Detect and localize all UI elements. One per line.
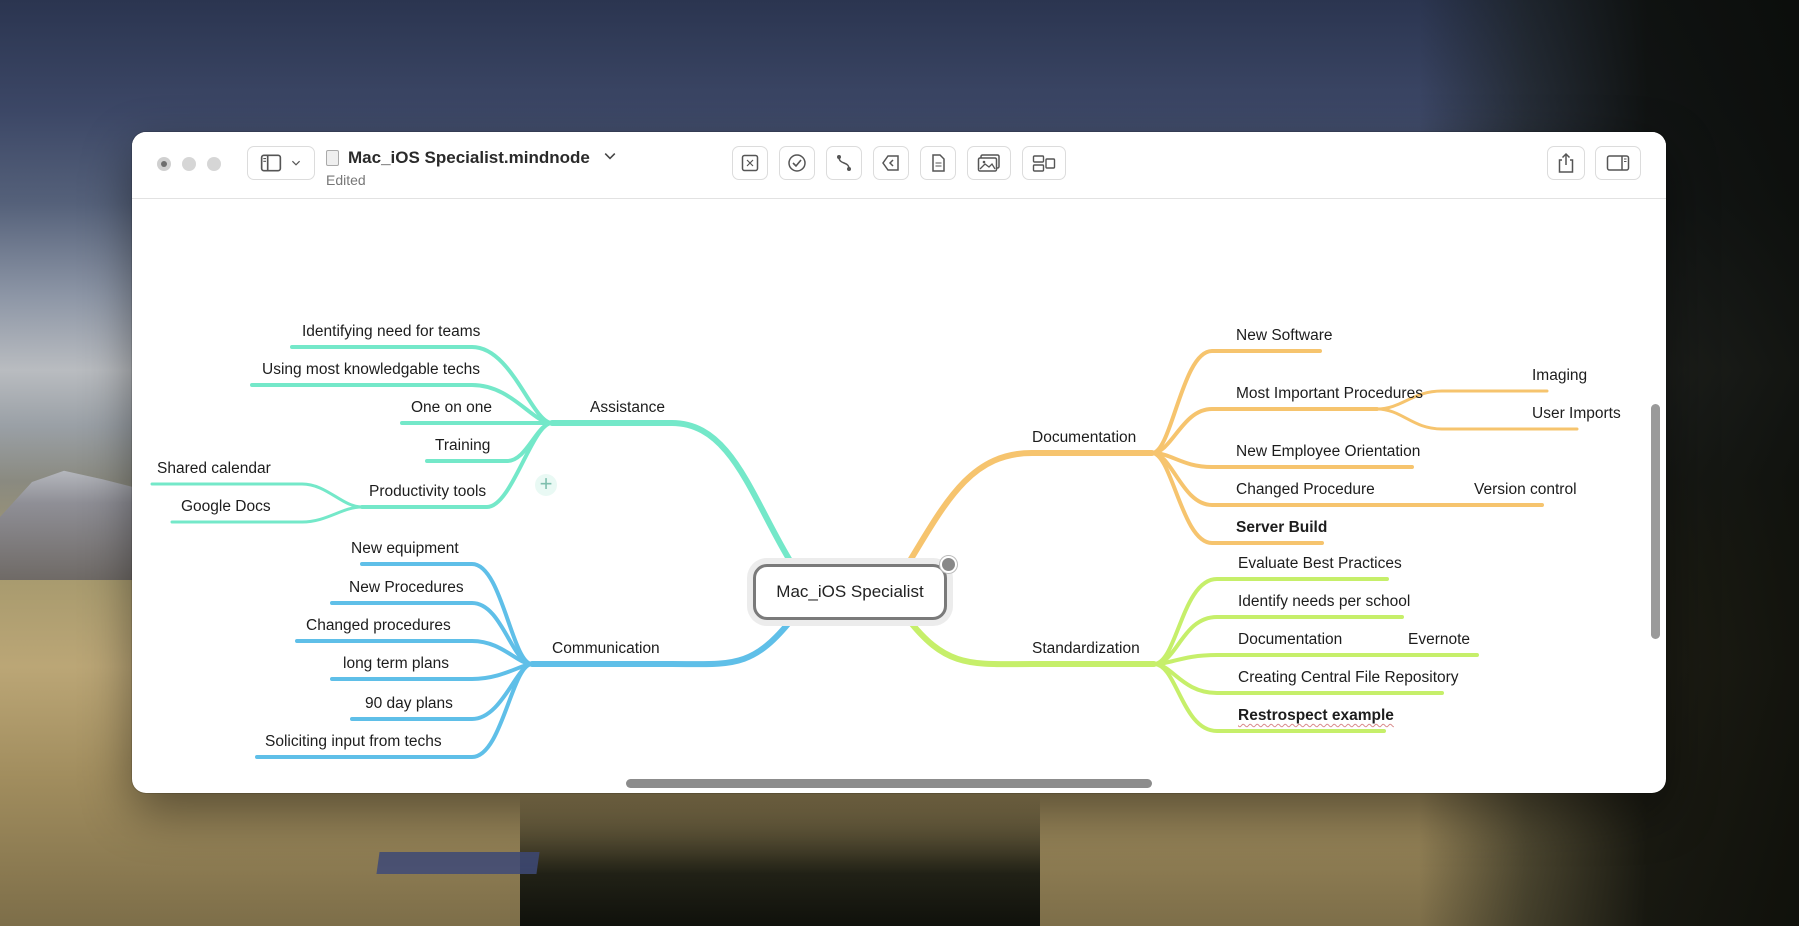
zoom-button[interactable] [207, 157, 221, 171]
minimize-button[interactable] [182, 157, 196, 171]
node-best-practices[interactable]: Evaluate Best Practices [1238, 555, 1402, 572]
mindnode-window: Mac_iOS Specialist.mindnode Edited [132, 132, 1666, 793]
checkmark-icon [788, 154, 806, 172]
node-productivity-tools[interactable]: Productivity tools [369, 483, 487, 500]
node-documentation[interactable]: Documentation [1032, 429, 1137, 446]
node-google-docs[interactable]: Google Docs [181, 498, 271, 515]
close-button[interactable] [157, 157, 171, 171]
node-employee-orientation[interactable]: New Employee Orientation [1236, 443, 1421, 460]
node-std-documentation[interactable]: Documentation [1238, 631, 1343, 648]
node-new-software[interactable]: New Software [1236, 327, 1333, 344]
node-server-build[interactable]: Server Build [1236, 519, 1328, 536]
focus-button[interactable] [732, 146, 768, 180]
assistance-branch-lines [150, 345, 795, 567]
document-icon [326, 150, 339, 166]
node-90-day-plans[interactable]: 90 day plans [365, 695, 453, 712]
chevron-down-icon [291, 160, 301, 166]
node-central-repository[interactable]: Creating Central File Repository [1238, 669, 1459, 686]
note-button[interactable] [920, 146, 956, 180]
back-button[interactable] [873, 146, 909, 180]
background-solar-field [376, 852, 540, 874]
node-changed-procedures[interactable]: Changed procedures [306, 617, 451, 634]
node-assistance[interactable]: Assistance [590, 399, 665, 416]
sidebar-icon [260, 154, 282, 172]
add-child-icon[interactable]: + [535, 473, 557, 496]
mindmap-connections [150, 345, 1579, 759]
node-one-on-one[interactable]: One on one [411, 399, 493, 416]
node-shared-calendar[interactable]: Shared calendar [157, 460, 271, 477]
mindmap-canvas[interactable]: Mac_iOS Specialist Assistance + Identify… [132, 199, 1666, 793]
toolbar: Mac_iOS Specialist.mindnode Edited [132, 132, 1666, 199]
title-chevron-icon[interactable] [602, 148, 618, 167]
node-imaging[interactable]: Imaging [1532, 367, 1588, 384]
root-connect-handle[interactable] [940, 556, 957, 573]
back-arrow-icon [882, 155, 899, 171]
layout-button[interactable] [1022, 146, 1066, 180]
layout-icon [1032, 155, 1056, 172]
connect-button[interactable] [826, 146, 862, 180]
sidebar-toggle-button[interactable] [247, 146, 315, 180]
node-restrospect-example[interactable]: Restrospect example [1238, 707, 1394, 724]
node-identifying-need[interactable]: Identifying need for teams [302, 323, 481, 340]
node-standardization[interactable]: Standardization [1032, 640, 1140, 657]
vertical-scrollbar[interactable] [1651, 404, 1660, 639]
image-button[interactable] [967, 146, 1011, 180]
node-knowledgable-techs[interactable]: Using most knowledgable techs [262, 361, 480, 378]
node-changed-procedure[interactable]: Changed Procedure [1236, 481, 1375, 498]
document-status: Edited [326, 172, 366, 188]
node-communication[interactable]: Communication [552, 640, 660, 657]
document-title[interactable]: Mac_iOS Specialist.mindnode [348, 148, 590, 167]
image-icon [977, 154, 1000, 172]
background-trees-bottom [520, 795, 1040, 926]
documentation-branch-lines [905, 349, 1579, 567]
node-new-equipment[interactable]: New equipment [351, 540, 459, 557]
node-user-imports[interactable]: User Imports [1532, 405, 1621, 422]
horizontal-scrollbar[interactable] [626, 779, 1152, 788]
inspector-button[interactable] [1595, 146, 1641, 180]
node-version-control[interactable]: Version control [1474, 481, 1577, 498]
standardization-branch-lines [905, 577, 1479, 733]
node-needs-per-school[interactable]: Identify needs per school [1238, 593, 1411, 610]
node-evernote[interactable]: Evernote [1408, 631, 1471, 648]
node-soliciting-input[interactable]: Soliciting input from techs [265, 733, 442, 750]
node-training[interactable]: Training [435, 437, 491, 454]
connect-icon [837, 155, 851, 171]
share-button[interactable] [1547, 146, 1585, 180]
focus-icon [741, 154, 759, 172]
note-icon [932, 154, 945, 172]
inspector-icon [1606, 155, 1630, 171]
task-button[interactable] [779, 146, 815, 180]
node-new-procedures[interactable]: New Procedures [349, 579, 464, 596]
share-icon [1558, 152, 1574, 173]
node-important-procedures[interactable]: Most Important Procedures [1236, 385, 1423, 402]
root-node[interactable]: Mac_iOS Specialist [753, 564, 947, 620]
communication-branch-lines [255, 562, 795, 759]
node-long-term-plans[interactable]: long term plans [343, 655, 449, 672]
